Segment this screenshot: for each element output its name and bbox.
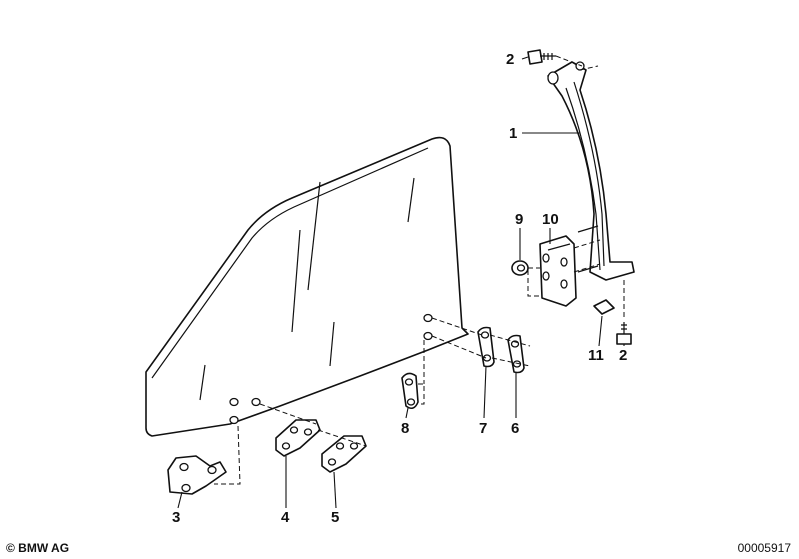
callout-4: 4 bbox=[281, 509, 290, 526]
bracket bbox=[527, 235, 601, 307]
callout-8: 8 bbox=[401, 420, 409, 437]
plate-7 bbox=[431, 317, 495, 368]
callout-7: 7 bbox=[479, 420, 487, 437]
lifter-bracket-5 bbox=[317, 429, 367, 473]
guide-rail bbox=[547, 61, 635, 281]
document-number: 00005917 bbox=[737, 541, 791, 555]
copyright-label: © BMW AG bbox=[6, 541, 70, 555]
nut bbox=[511, 260, 540, 276]
plate-6 bbox=[489, 334, 531, 374]
callout-2-top: 2 bbox=[506, 51, 514, 68]
callout-6: 6 bbox=[511, 420, 519, 437]
callout-3: 3 bbox=[172, 509, 180, 526]
bolt-bottom bbox=[616, 280, 632, 345]
window-glass bbox=[145, 136, 469, 437]
callout-5: 5 bbox=[331, 509, 339, 526]
callout-2-bottom: 2 bbox=[619, 347, 627, 364]
pad bbox=[593, 299, 615, 315]
callout-10: 10 bbox=[542, 211, 559, 228]
callout-11: 11 bbox=[588, 347, 604, 364]
clip-8 bbox=[401, 340, 425, 410]
callout-9: 9 bbox=[515, 211, 523, 228]
lifter-bracket-4 bbox=[259, 403, 321, 457]
lifter-bracket-3 bbox=[167, 425, 241, 495]
leader-lines bbox=[177, 56, 625, 509]
callout-1: 1 bbox=[509, 125, 517, 142]
bolt-top bbox=[527, 49, 583, 67]
